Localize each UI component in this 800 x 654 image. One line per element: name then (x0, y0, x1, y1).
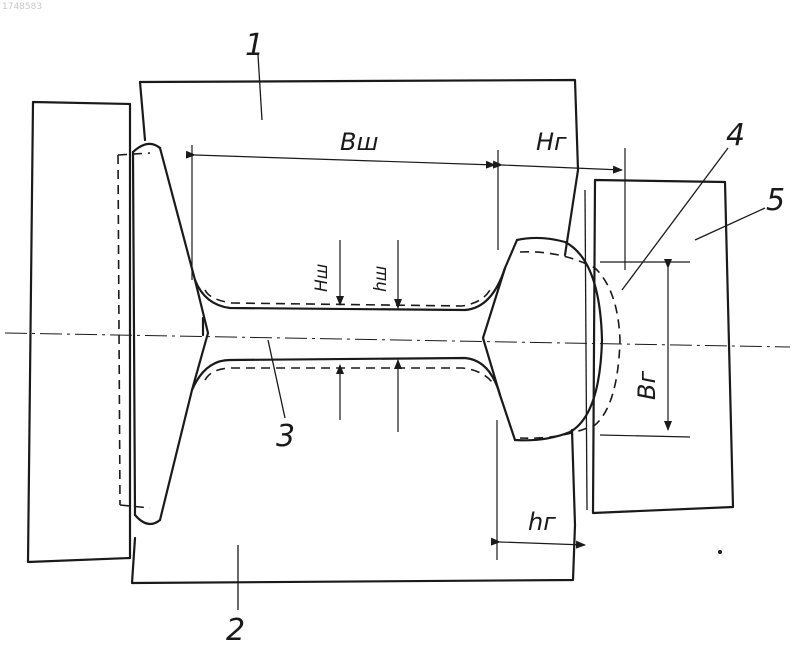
leader-1 (258, 55, 262, 120)
watermark-text: 1748583 (2, 2, 42, 12)
label-flange-height-bottom: hг (528, 508, 556, 536)
top-roll-outline (140, 80, 578, 255)
bg-ext-bottom (600, 435, 690, 437)
right-flange-solid (515, 238, 602, 440)
upper-profile-dashed (205, 290, 490, 306)
label-side-roll: 5 (766, 183, 785, 218)
right-flange-dashed (520, 252, 620, 438)
leader-3 (268, 340, 285, 418)
left-flange-top-cap (133, 144, 160, 152)
leader-5 (695, 208, 765, 240)
left-flange-face (133, 152, 135, 515)
label-web-thickness-before: Hш (312, 264, 332, 292)
label-web-width: Bш (340, 128, 378, 156)
bottom-roll-outline (132, 430, 575, 583)
leader-4 (622, 148, 728, 290)
ink-dot (718, 550, 722, 554)
label-flange-width: Bг (633, 371, 661, 400)
left-flange-dashed-top (118, 153, 150, 155)
lower-profile-dashed (205, 368, 492, 382)
label-bottom-roll: 2 (226, 613, 245, 648)
hg-small-dim-line (500, 542, 585, 545)
bw-dim-line (195, 155, 495, 165)
label-flange: 4 (726, 118, 745, 153)
upper-profile-solid (160, 148, 517, 310)
side-roll (593, 180, 733, 513)
left-flange-dashed (118, 155, 120, 505)
label-top-roll: 1 (245, 28, 264, 63)
label-web-thickness-after: hш (371, 266, 391, 292)
side-roll-inner-edge (585, 190, 587, 510)
label-flange-height-top: Hг (536, 128, 567, 156)
left-vertical-roll (28, 102, 130, 562)
lower-profile-solid (160, 358, 515, 520)
center-axis-line (5, 333, 790, 347)
top-roll-left-edge (140, 82, 145, 140)
hg-dim-line (502, 165, 622, 170)
label-web: 3 (276, 419, 295, 454)
left-flange-bottom-cap (135, 515, 160, 524)
